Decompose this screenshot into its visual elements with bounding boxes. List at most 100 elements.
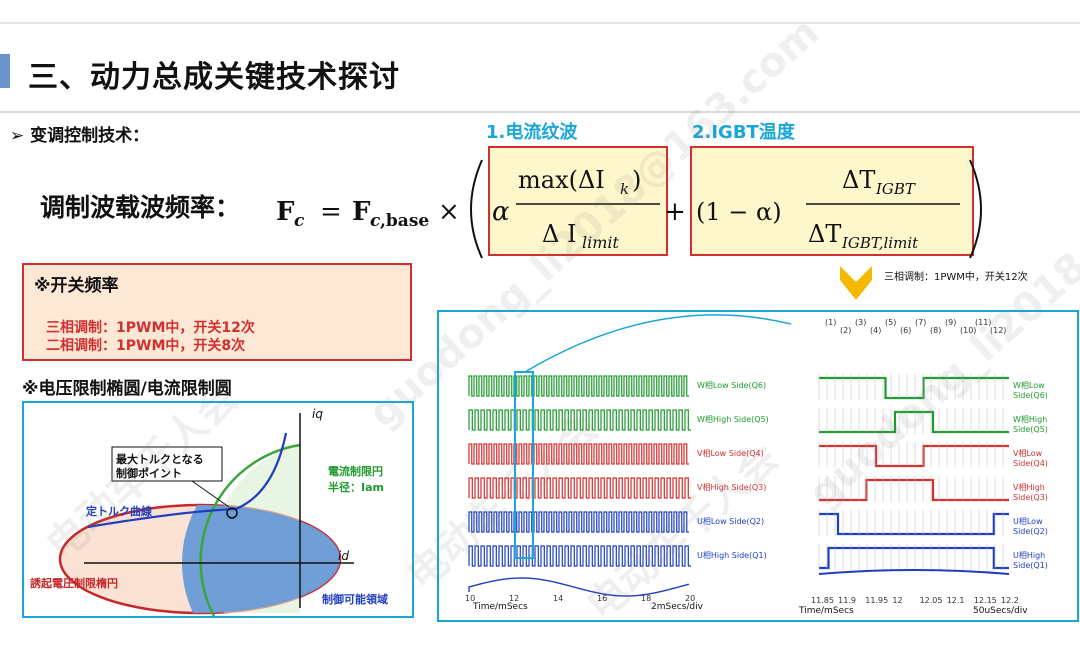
svg-text:F: F bbox=[352, 197, 371, 227]
right-switch-trace bbox=[819, 376, 1009, 400]
left-tick-label: 10 bbox=[465, 594, 476, 603]
right-tick-label: 12.05 bbox=[919, 596, 943, 605]
page-title: 三、动力总成关键技术探讨 bbox=[28, 60, 400, 95]
svg-text:ΔT: ΔT bbox=[808, 220, 841, 248]
voltage-limit-label: 誘起電圧制限楕円 bbox=[30, 577, 118, 590]
pwm-waveform-plot: Time/mSecs 2mSecs/div Time/mSecs 50uSecs… bbox=[437, 310, 1079, 622]
right-signal-label: V相Low Side(Q4) bbox=[1013, 449, 1048, 468]
right-signal-label: W相Low Side(Q6) bbox=[1013, 381, 1048, 400]
svg-text:+: + bbox=[664, 197, 686, 227]
left-tick-label: 16 bbox=[597, 594, 608, 603]
limit-ellipse-diagram: iq id 最大トルクとなる 制御ポイント 定トルク曲線 電流制限円 半径：Ia… bbox=[22, 401, 414, 618]
svg-text:max⁡(ΔI: max⁡(ΔI bbox=[518, 166, 605, 194]
segment-label: (1) bbox=[825, 318, 837, 327]
svg-text:): ) bbox=[632, 166, 641, 194]
title-accent-bar bbox=[0, 54, 10, 88]
right-tick-label: 11.9 bbox=[838, 596, 856, 605]
axis-iq-label: iq bbox=[312, 407, 323, 421]
left-pwm-trace bbox=[468, 511, 689, 533]
right-div-label: 50uSecs/div bbox=[973, 606, 1028, 616]
svg-text:IGBT: IGBT bbox=[875, 180, 916, 198]
svg-text:ΔT: ΔT bbox=[842, 166, 875, 194]
svg-text:limit: limit bbox=[582, 233, 620, 252]
left-tick-label: 14 bbox=[553, 594, 564, 603]
right-switch-trace bbox=[819, 512, 1009, 536]
svg-text:F: F bbox=[276, 197, 295, 227]
segment-label: (6) bbox=[900, 326, 912, 335]
right-signal-label: W相High Side(Q5) bbox=[1013, 415, 1048, 434]
svg-text:IGBT,limit: IGBT,limit bbox=[841, 234, 919, 252]
section2-title: ※电压限制椭圆/电流限制圆 bbox=[22, 379, 232, 399]
zoom-arrow-line bbox=[524, 314, 792, 373]
left-signal-label: W相Low Side(Q6) bbox=[697, 381, 767, 390]
two-phase-line: 二相调制：1PWM中，开关8次 bbox=[46, 335, 245, 355]
zoom-highlight-box bbox=[514, 371, 534, 559]
waveform-svg bbox=[468, 314, 1010, 597]
three-phase-text: 三相调制：1PWM中，开关 bbox=[46, 320, 222, 336]
down-arrow-icon bbox=[840, 266, 872, 300]
title-underline bbox=[0, 111, 1080, 113]
control-region-label: 制御可能領域 bbox=[322, 593, 388, 606]
three-phase-count: 12次 bbox=[221, 320, 255, 336]
svg-text:(1 − α): (1 − α) bbox=[696, 198, 782, 226]
left-tick-label: 18 bbox=[641, 594, 652, 603]
left-signal-label: U相High Side(Q1) bbox=[697, 551, 767, 560]
axis-id-label: id bbox=[338, 549, 349, 563]
section-bullet: ➢ 变调控制技术： bbox=[10, 126, 150, 146]
ellipse-svg bbox=[58, 413, 354, 616]
right-tick-label: 12.2 bbox=[1001, 596, 1019, 605]
svg-text:=: = bbox=[320, 197, 342, 227]
left-signal-label: W相High Side(Q5) bbox=[697, 415, 769, 424]
plot-callout: 三相调制：1PWM中，开关12次 bbox=[884, 272, 1028, 283]
right-signal-label: V相High Side(Q3) bbox=[1013, 483, 1048, 502]
switching-title: ※开关频率 bbox=[34, 276, 119, 296]
current-limit-label-1: 電流制限円 bbox=[328, 465, 383, 478]
left-current-trace bbox=[468, 577, 690, 597]
segment-label: (2) bbox=[840, 326, 852, 335]
segment-label: (3) bbox=[855, 318, 867, 327]
two-phase-count: 8次 bbox=[221, 338, 246, 354]
svg-text:c: c bbox=[370, 211, 381, 231]
segment-label: (5) bbox=[885, 318, 897, 327]
current-limit-label-2: 半径：Iam bbox=[328, 481, 384, 494]
svg-text:c: c bbox=[294, 211, 305, 231]
svg-text:×: × bbox=[438, 197, 460, 227]
left-pwm-trace bbox=[468, 443, 689, 465]
segment-label: (10) bbox=[960, 326, 977, 335]
left-pwm-trace bbox=[468, 375, 689, 397]
svg-text:Δ I: Δ I bbox=[542, 220, 576, 248]
label-current-ripple: 1.电流纹波 bbox=[486, 122, 578, 143]
max-torque-label-1: 最大トルクとなる bbox=[116, 453, 204, 466]
left-pwm-trace bbox=[468, 545, 691, 567]
segment-label: (7) bbox=[915, 318, 927, 327]
svg-text:k: k bbox=[620, 180, 629, 198]
left-pwm-trace bbox=[468, 477, 691, 499]
three-phase-line: 三相调制：1PWM中，开关12次 bbox=[46, 317, 255, 337]
segment-label: (11) bbox=[975, 318, 992, 327]
frequency-formula: F c = F c ,base × α max⁡(ΔI k ) Δ I limi… bbox=[276, 159, 982, 259]
formula-label: 调制波载波频率： bbox=[40, 193, 241, 222]
left-signal-label: V相Low Side(Q4) bbox=[697, 449, 764, 458]
left-pwm-trace bbox=[468, 409, 691, 431]
segment-label: (9) bbox=[945, 318, 957, 327]
left-time-label: Time/mSecs bbox=[473, 602, 528, 612]
switching-frequency-box: ※开关频率 三相调制：1PWM中，开关12次 二相调制：1PWM中，开关8次 bbox=[22, 263, 412, 361]
left-tick-label: 12 bbox=[509, 594, 520, 603]
left-signal-label: V相High Side(Q3) bbox=[697, 483, 767, 492]
ripple-term-box bbox=[488, 146, 668, 256]
right-signal-label: U相Low Side(Q2) bbox=[1013, 517, 1048, 536]
left-div-label: 2mSecs/div bbox=[651, 602, 703, 612]
segment-label: (12) bbox=[990, 326, 1007, 335]
segment-label: (8) bbox=[930, 326, 942, 335]
right-signal-label: U相High Side(Q1) bbox=[1013, 551, 1048, 570]
right-tick-label: 12.15 bbox=[973, 596, 997, 605]
label-igbt-temp: 2.IGBT温度 bbox=[692, 122, 795, 143]
igbt-term-box bbox=[690, 146, 974, 256]
svg-text:α: α bbox=[492, 197, 510, 227]
right-switch-trace bbox=[819, 478, 1009, 502]
right-switch-trace bbox=[819, 444, 1009, 468]
right-switch-trace bbox=[819, 410, 1009, 434]
right-tick-label: 11.85 bbox=[811, 596, 834, 605]
torque-curve-label: 定トルク曲線 bbox=[86, 505, 152, 518]
left-signal-label: U相Low Side(Q2) bbox=[697, 517, 765, 526]
